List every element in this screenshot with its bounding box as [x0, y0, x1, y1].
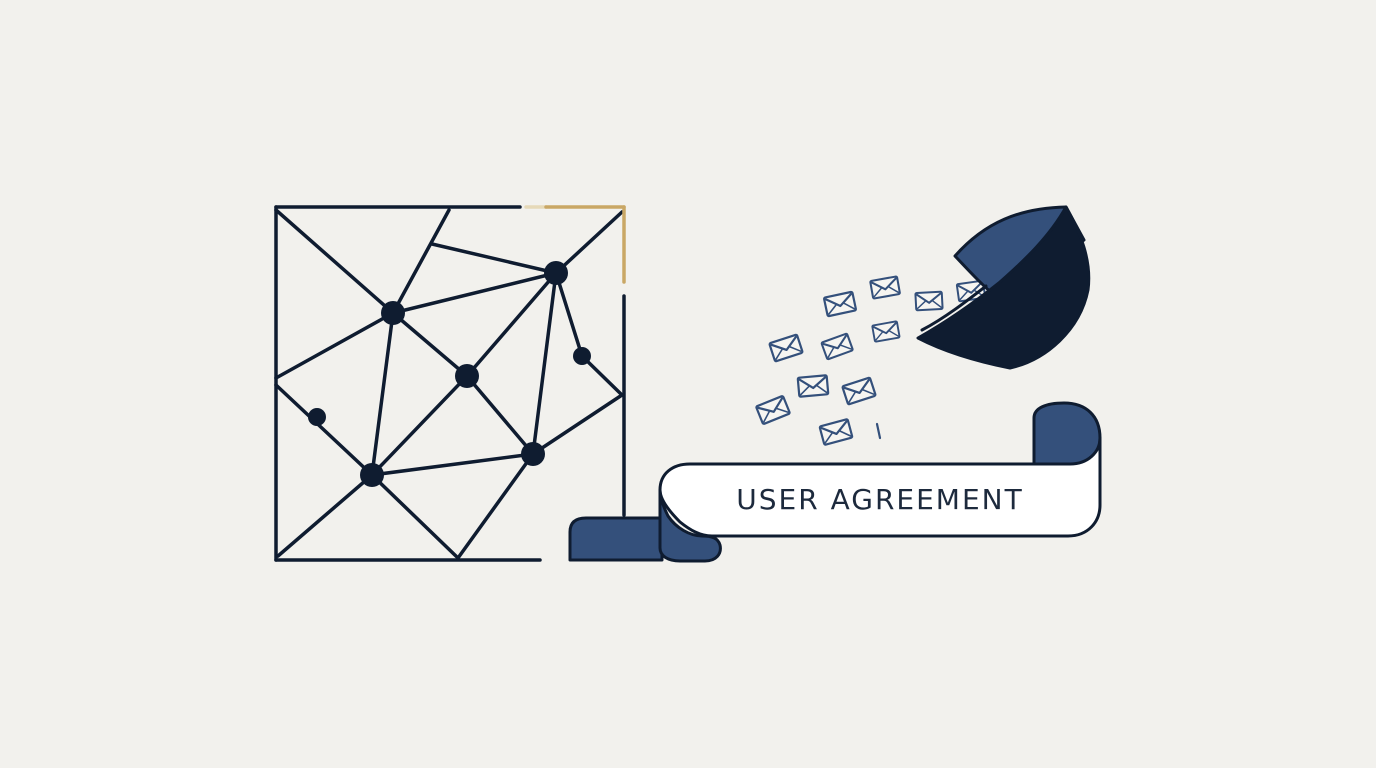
network-node — [573, 347, 591, 365]
envelope-icon — [822, 290, 858, 318]
network-node — [360, 463, 384, 487]
gold-corner-accent — [524, 205, 626, 284]
network-node — [308, 408, 326, 426]
envelope-icon — [871, 320, 901, 343]
chute-outer-body — [916, 205, 1091, 370]
envelope-icon — [796, 374, 830, 398]
chute-lip — [920, 284, 988, 332]
network-nodes — [308, 261, 591, 487]
scroll-banner-icon: USER AGREEMENT — [568, 401, 1102, 563]
envelope-icon — [841, 376, 877, 406]
envelope-icon — [768, 333, 804, 363]
network-node — [521, 442, 545, 466]
network-node — [381, 301, 405, 325]
envelope-icon — [869, 275, 902, 300]
chute-icon — [916, 205, 1091, 370]
network-edges — [274, 208, 624, 560]
envelope-icon — [818, 417, 854, 447]
envelope-dash — [875, 422, 882, 440]
envelope-cluster — [754, 275, 987, 447]
banner-label: USER AGREEMENT — [736, 483, 1023, 516]
network-node — [544, 261, 568, 285]
scroll-bottom-curl — [658, 488, 722, 563]
network-graph-icon — [274, 205, 626, 562]
network-node — [455, 364, 479, 388]
scroll-left-fold — [568, 516, 664, 562]
envelope-icon — [820, 332, 855, 361]
envelope-icon — [914, 290, 944, 312]
envelope-icon — [754, 394, 792, 426]
